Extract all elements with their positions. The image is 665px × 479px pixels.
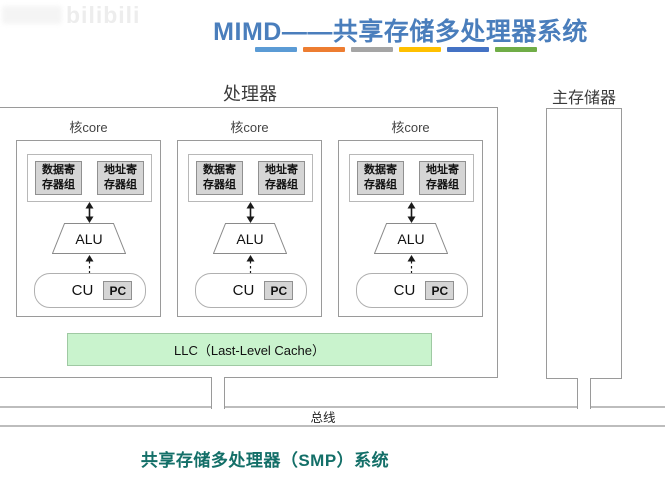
cu-label: CU	[71, 282, 94, 299]
alu-unit: ALU	[374, 223, 448, 254]
system-bus	[0, 406, 665, 427]
watermark-smudge	[2, 6, 62, 24]
up-down-arrow-icon	[85, 202, 94, 223]
processor-label: 处理器	[223, 84, 277, 104]
alu-label: ALU	[397, 230, 425, 247]
address-register-box: 地址寄存器组	[258, 161, 305, 195]
accent-bar	[303, 47, 345, 52]
core-box: 数据寄存器组 地址寄存器组 ALU CU PC	[177, 140, 322, 317]
alu-trapezoid-icon	[52, 223, 126, 254]
pc-box: PC	[264, 281, 294, 300]
core-label: 核core	[391, 120, 430, 135]
accent-bar	[447, 47, 489, 52]
accent-bar	[399, 47, 441, 52]
up-dashed-arrow-icon	[246, 255, 255, 273]
page-title: MIMD——共享存储多处理器系统	[213, 18, 588, 46]
bus-label: 总线	[310, 411, 336, 425]
core-box: 数据寄存器组 地址寄存器组 ALU CU PC	[338, 140, 483, 317]
memory-bus-connector	[577, 378, 591, 409]
cu-label: CU	[393, 282, 416, 299]
data-register-box: 数据寄存器组	[357, 161, 404, 195]
alu-label: ALU	[236, 230, 264, 247]
accent-bars	[255, 47, 537, 52]
caption-title: 共享存储多处理器（SMP）系统	[140, 451, 390, 470]
register-file-box: 数据寄存器组 地址寄存器组	[27, 154, 152, 202]
control-unit-box: CU PC	[356, 273, 468, 308]
up-down-arrow-icon	[407, 202, 416, 223]
alu-trapezoid-icon	[213, 223, 287, 254]
core-label: 核core	[69, 120, 108, 135]
alu-trapezoid-icon	[374, 223, 448, 254]
pc-box: PC	[103, 281, 133, 300]
alu-label: ALU	[75, 230, 103, 247]
core-label: 核core	[230, 120, 269, 135]
accent-bar	[351, 47, 393, 52]
up-down-arrow-icon	[246, 202, 255, 223]
cu-label: CU	[232, 282, 255, 299]
pc-box: PC	[425, 281, 455, 300]
up-dashed-arrow-icon	[85, 255, 94, 273]
up-dashed-arrow-icon	[407, 255, 416, 273]
data-register-box: 数据寄存器组	[35, 161, 82, 195]
llc-cache-box: LLC（Last-Level Cache）	[67, 333, 432, 366]
accent-bar	[495, 47, 537, 52]
register-file-box: 数据寄存器组 地址寄存器组	[349, 154, 474, 202]
alu-unit: ALU	[52, 223, 126, 254]
address-register-box: 地址寄存器组	[97, 161, 144, 195]
bilibili-watermark: bilibili	[66, 2, 141, 28]
main-memory-box	[546, 108, 622, 379]
processor-bus-connector	[211, 377, 225, 409]
accent-bar	[255, 47, 297, 52]
data-register-box: 数据寄存器组	[196, 161, 243, 195]
register-file-box: 数据寄存器组 地址寄存器组	[188, 154, 313, 202]
control-unit-box: CU PC	[195, 273, 307, 308]
core-box: 数据寄存器组 地址寄存器组 ALU CU PC	[16, 140, 161, 317]
main-memory-label: 主存储器	[551, 90, 616, 107]
alu-unit: ALU	[213, 223, 287, 254]
control-unit-box: CU PC	[34, 273, 146, 308]
address-register-box: 地址寄存器组	[419, 161, 466, 195]
